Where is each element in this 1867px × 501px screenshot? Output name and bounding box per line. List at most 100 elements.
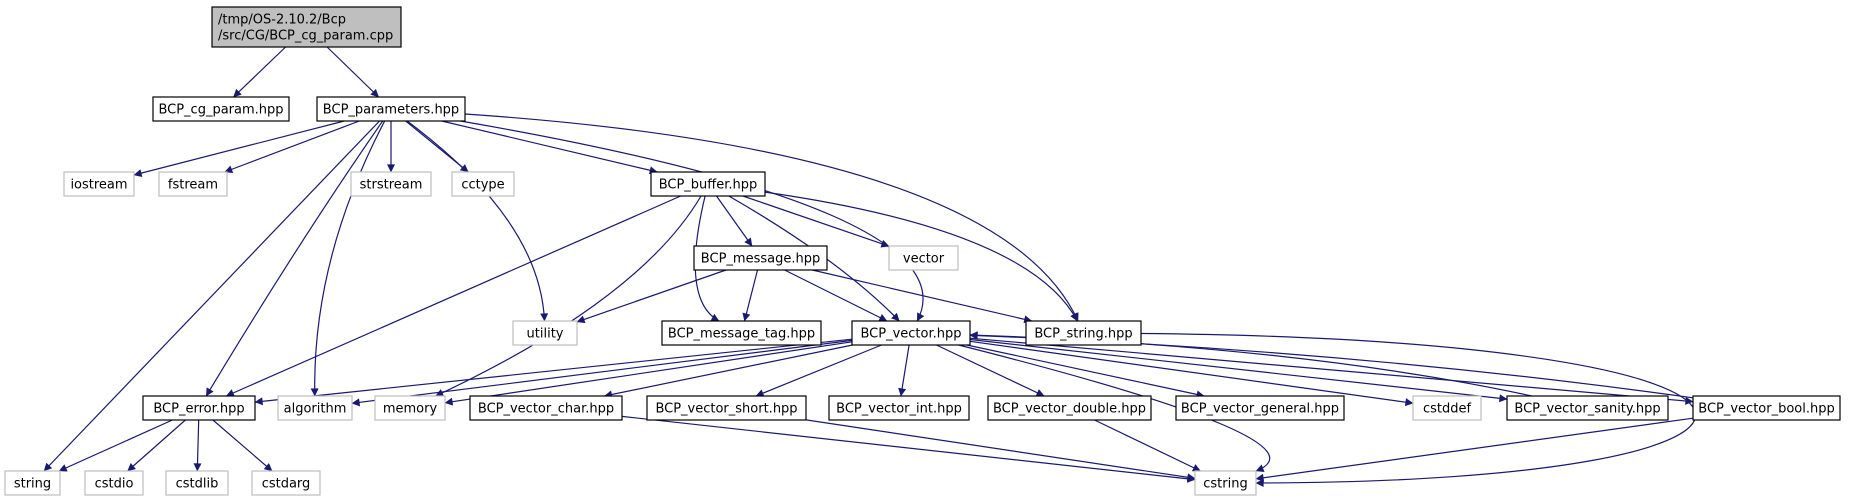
node-label: BCP_vector_general.hpp [1181,402,1339,417]
node-box [4,470,61,496]
node-vector-bool-hpp[interactable]: BCP_vector_bool.hpp [1692,395,1841,421]
edge-vector-hpp-to-algorithm [351,339,853,407]
edge-vector-hpp-to-vector-double-hpp [936,344,1045,397]
edge-message-hpp-to-string-hpp [812,269,1033,324]
edge-vector-hpp-to-cstddef [969,340,1414,407]
edge-parameters-hpp-to-fstream [224,120,360,174]
edge-buffer-hpp-to-string-hpp [764,191,1078,322]
edge-buffer-hpp-to-vector [742,195,890,248]
node-label: iostream [70,178,127,193]
edge-root-to-cg-param-hpp [233,46,287,98]
node-label: fstream [168,178,218,193]
node-cstring: cstring [1194,470,1257,496]
node-vector: vector [888,245,959,271]
node-label: cstring [1203,477,1247,492]
edge-vector-hpp-to-vector-char-hpp [604,344,853,399]
node-box [277,395,353,421]
node-message-hpp[interactable]: BCP_message.hpp [693,245,828,271]
node-message-tag-hpp[interactable]: BCP_message_tag.hpp [661,320,822,346]
edge-parameters-hpp-to-algorithm [310,120,386,397]
edge-error-hpp-to-string [58,419,173,472]
edge-message-hpp-to-utility [576,269,727,324]
node-box [987,395,1152,421]
node-strstream: strstream [350,171,432,197]
node-label: cstdarg [262,477,311,492]
edge-parameters-hpp-to-utility [406,120,549,322]
edge-buffer-hpp-to-message-hpp [716,195,753,247]
node-box [693,245,828,271]
edge-parameters-hpp-to-vector-hpp [460,120,925,322]
node-label: BCP_error.hpp [153,402,244,417]
node-label: string [14,477,51,492]
node-iostream: iostream [63,171,135,197]
node-box [1692,395,1841,421]
node-box [211,6,402,48]
node-parameters-hpp[interactable]: BCP_parameters.hpp [316,96,466,122]
node-vector-sanity-hpp[interactable]: BCP_vector_sanity.hpp [1506,395,1669,421]
node-box [350,171,432,197]
node-box [469,395,623,421]
node-label: utility [527,327,564,342]
node-label: BCP_message_tag.hpp [668,327,815,342]
node-cctype: cctype [451,171,515,197]
node-string: string [4,470,61,496]
node-label: BCP_buffer.hpp [659,178,758,193]
edge-buffer-hpp-to-error-hpp [225,195,681,397]
node-vector-short-hpp[interactable]: BCP_vector_short.hpp [646,395,807,421]
node-box [84,470,144,496]
node-box [1175,395,1345,421]
node-cg-param-hpp[interactable]: BCP_cg_param.hpp [152,96,290,122]
node-vector-general-hpp[interactable]: BCP_vector_general.hpp [1175,395,1345,421]
node-box [1025,320,1142,346]
node-box [251,470,321,496]
node-box [165,470,229,496]
node-string-hpp[interactable]: BCP_string.hpp [1025,320,1142,346]
node-label: BCP_string.hpp [1034,327,1132,342]
node-box [374,395,446,421]
node-label: BCP_vector_char.hpp [478,402,614,417]
edge-vector-hpp-to-vector-bool-hpp [969,337,1694,405]
node-label: BCP_vector_bool.hpp [1698,402,1835,417]
node-label: algorithm [284,402,347,417]
edge-vector-hpp-to-vector-short-hpp [755,344,882,397]
node-box [512,320,578,346]
node-vector-int-hpp[interactable]: BCP_vector_int.hpp [828,395,970,421]
node-box [646,395,807,421]
node-box [888,245,959,271]
edge-parameters-hpp-to-iostream [133,120,345,177]
node-label: BCP_cg_param.hpp [158,103,283,118]
node-box [158,171,228,197]
node-label: BCP_parameters.hpp [323,103,459,118]
node-vector-hpp[interactable]: BCP_vector.hpp [851,320,971,346]
edge-parameters-hpp-to-string [43,120,380,472]
edge-vector-hpp-to-cstring [958,344,1271,472]
node-algorithm: algorithm [277,395,353,421]
node-vector-char-hpp[interactable]: BCP_vector_char.hpp [469,395,623,421]
node-fstream: fstream [158,171,228,197]
nodes-layer: /tmp/OS-2.10.2/Bcp/src/CG/BCP_cg_param.c… [4,6,1841,496]
node-vector-double-hpp[interactable]: BCP_vector_double.hpp [987,395,1152,421]
edge-buffer-hpp-to-memory [435,195,702,397]
node-box [1412,395,1482,421]
node-cstdlib: cstdlib [165,470,229,496]
edge-vector-hpp-to-memory [444,341,853,406]
node-box [661,320,822,346]
node-label: /src/CG/BCP_cg_param.cpp [218,29,393,44]
node-box [828,395,970,421]
edge-message-hpp-to-message-tag-hpp [742,269,759,322]
node-box [63,171,135,197]
node-box [650,171,766,197]
node-label: /tmp/OS-2.10.2/Bcp [218,13,346,28]
edge-vector-hpp-to-error-hpp [254,338,853,406]
node-cstddef: cstddef [1412,395,1482,421]
node-label: BCP_message.hpp [701,252,820,267]
node-label: BCP_vector_sanity.hpp [1514,402,1660,417]
node-buffer-hpp[interactable]: BCP_buffer.hpp [650,171,766,197]
node-box [851,320,971,346]
node-root[interactable]: /tmp/OS-2.10.2/Bcp/src/CG/BCP_cg_param.c… [211,6,402,48]
node-error-hpp[interactable]: BCP_error.hpp [142,395,256,421]
edge-vector-double-hpp-to-cstring [1094,419,1201,472]
edge-vector-hpp-to-vector-sanity-hpp [969,338,1508,403]
node-box [451,171,515,197]
